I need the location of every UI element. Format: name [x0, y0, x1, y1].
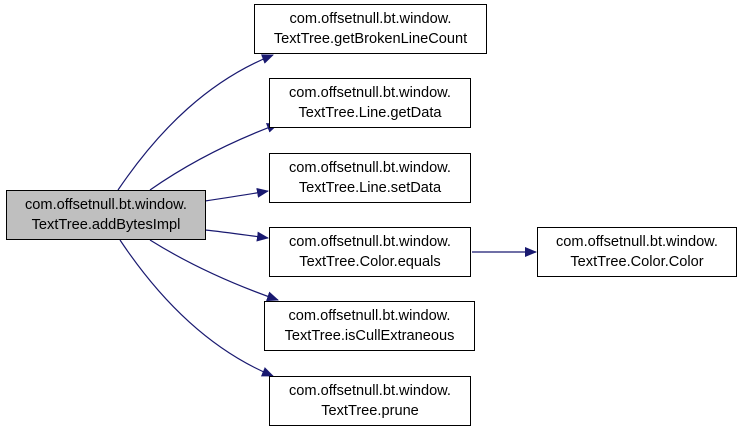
node-color-color-package: com.offsetnull.bt.window.	[556, 234, 718, 250]
node-color-equals-package: com.offsetnull.bt.window.	[289, 234, 451, 250]
edge-addbytesimpl-to-line-getdata	[149, 123, 279, 191]
edge-addbytesimpl-to-iscullextraneous	[149, 239, 279, 302]
node-color-color[interactable]: com.offsetnull.bt.window. TextTree.Color…	[537, 227, 737, 277]
node-iscullextraneous[interactable]: com.offsetnull.bt.window. TextTree.isCul…	[264, 301, 475, 351]
node-prune-method: TextTree.prune	[321, 403, 419, 419]
node-addbytesimpl-method: TextTree.addBytesImpl	[31, 217, 181, 233]
node-getbrokenlinecount-method: TextTree.getBrokenLineCount	[273, 31, 468, 47]
node-iscullextraneous-method: TextTree.isCullExtraneous	[284, 328, 455, 344]
edge-addbytesimpl-to-getbrokenlinecount	[117, 54, 274, 191]
node-getbrokenlinecount-package: com.offsetnull.bt.window.	[289, 11, 452, 27]
node-getbrokenlinecount[interactable]: com.offsetnull.bt.window. TextTree.getBr…	[254, 4, 487, 54]
node-line-getdata-method: TextTree.Line.getData	[298, 105, 442, 121]
node-color-color-method: TextTree.Color.Color	[570, 254, 704, 270]
node-line-setdata-package: com.offsetnull.bt.window.	[289, 160, 451, 176]
node-line-getdata[interactable]: com.offsetnull.bt.window. TextTree.Line.…	[269, 78, 471, 128]
edge-addbytesimpl-to-color-equals	[204, 229, 269, 242]
node-color-equals[interactable]: com.offsetnull.bt.window. TextTree.Color…	[269, 227, 471, 277]
node-prune-package: com.offsetnull.bt.window.	[289, 383, 451, 399]
node-line-getdata-package: com.offsetnull.bt.window.	[289, 85, 451, 101]
node-addbytesimpl-package: com.offsetnull.bt.window.	[25, 197, 187, 213]
node-prune[interactable]: com.offsetnull.bt.window. TextTree.prune	[269, 376, 471, 426]
edge-addbytesimpl-to-prune	[119, 239, 274, 377]
edge-addbytesimpl-to-line-setdata	[204, 187, 269, 202]
node-color-equals-method: TextTree.Color.equals	[299, 254, 441, 270]
node-line-setdata[interactable]: com.offsetnull.bt.window. TextTree.Line.…	[269, 153, 471, 203]
node-addbytesimpl: com.offsetnull.bt.window. TextTree.addBy…	[6, 190, 206, 240]
node-iscullextraneous-package: com.offsetnull.bt.window.	[288, 308, 451, 324]
node-line-setdata-method: TextTree.Line.setData	[298, 180, 442, 196]
